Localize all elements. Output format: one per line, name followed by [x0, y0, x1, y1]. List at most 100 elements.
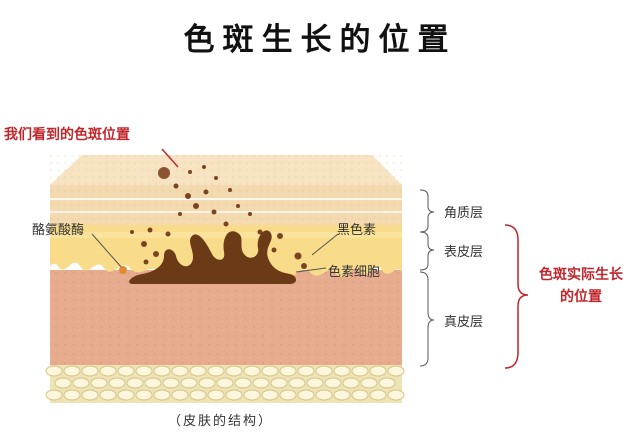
fat-cell — [45, 365, 63, 377]
fat-cell — [81, 365, 99, 377]
melanin-dot — [193, 203, 199, 209]
melanin-dot — [185, 193, 191, 199]
fat-cell — [369, 389, 387, 401]
actual-growth-label-line2: 的位置 — [560, 289, 602, 305]
melanin-dot — [188, 170, 192, 174]
fat-cell — [369, 365, 387, 377]
fat-cell — [72, 377, 90, 389]
visible-spot-label: 我们看到的色斑位置 — [4, 127, 130, 143]
melanin-dot — [277, 233, 283, 239]
fat-cell — [387, 365, 405, 377]
melanin-dot — [223, 221, 229, 227]
melanocyte-label: 色素细胞 — [328, 265, 381, 280]
fat-cell — [153, 389, 171, 401]
fat-cell — [153, 365, 171, 377]
visible-spot — [158, 167, 170, 179]
pointer-lines — [91, 148, 339, 273]
fat-cell — [297, 389, 315, 401]
fat-cell — [243, 365, 261, 377]
melanin-dot — [173, 183, 179, 189]
fat-cell — [90, 377, 108, 389]
tyrosinase-label: 酪氨酸酶 — [32, 223, 85, 238]
stratum-corneum-label: 角质层 — [444, 206, 484, 221]
melanin-label: 黑色素 — [337, 223, 377, 238]
fat-cell — [252, 377, 270, 389]
melanocyte-blob — [129, 230, 296, 284]
fat-cell — [306, 377, 324, 389]
melanin-dot — [248, 212, 252, 216]
fat-cell — [351, 365, 369, 377]
fat-cell — [117, 365, 135, 377]
melanin-dot — [294, 252, 302, 260]
fat-cell — [135, 389, 153, 401]
fat-cell — [81, 389, 99, 401]
fat-cell — [216, 377, 234, 389]
growth-area-brace — [504, 224, 529, 369]
fat-cell — [117, 389, 135, 401]
fat-cell — [351, 389, 369, 401]
fat-cell — [108, 377, 126, 389]
melanin-dot — [130, 230, 134, 234]
melanin-dot — [203, 189, 209, 195]
fat-cell — [189, 389, 207, 401]
fat-cell — [261, 389, 279, 401]
stratum-corneum-layer — [50, 155, 402, 225]
fat-cell — [225, 365, 243, 377]
fat-cell — [315, 365, 333, 377]
fat-cell — [243, 389, 261, 401]
fat-cell — [333, 389, 351, 401]
melanin-dot — [202, 165, 206, 169]
fat-cell — [342, 377, 360, 389]
fat-cell — [99, 389, 117, 401]
fat-cell — [234, 377, 252, 389]
fat-cell — [54, 377, 72, 389]
melanin-dot — [141, 241, 147, 247]
fat-cell — [171, 365, 189, 377]
melanin-dot — [301, 263, 307, 269]
dermis-label: 真皮层 — [444, 315, 484, 330]
fat-cell — [378, 377, 396, 389]
fat-cell — [288, 377, 306, 389]
fat-cell — [207, 389, 225, 401]
fat-cell — [135, 365, 153, 377]
fat-cell — [387, 389, 405, 401]
melanin-dot — [271, 247, 277, 253]
melanin-dot — [211, 209, 217, 215]
fat-layer — [45, 363, 405, 403]
melanin-dot — [178, 212, 182, 216]
fat-cell — [279, 389, 297, 401]
fat-cell — [144, 377, 162, 389]
melanin-dot — [153, 251, 159, 257]
fat-cell — [126, 377, 144, 389]
fat-cell — [162, 377, 180, 389]
melanin-dot — [143, 259, 149, 265]
melanin-dot — [236, 204, 240, 208]
melanin-dot — [165, 231, 171, 237]
epidermis-label: 表皮层 — [444, 245, 484, 260]
melanin-dot — [228, 188, 232, 192]
melanin-dot — [257, 229, 263, 235]
fat-cell — [225, 389, 243, 401]
fat-cell — [63, 365, 81, 377]
fat-cell — [63, 389, 81, 401]
melanin-dot — [214, 176, 218, 180]
melanin-dot — [147, 227, 153, 233]
fat-cell — [360, 377, 378, 389]
fat-cell — [315, 389, 333, 401]
page-title: 色斑生长的位置 — [183, 22, 457, 58]
dermis-layer — [50, 270, 402, 365]
actual-growth-label: 色斑实际生长 的位置 — [531, 264, 631, 308]
layer-braces — [419, 189, 435, 367]
fat-cell — [180, 377, 198, 389]
fat-cell — [198, 377, 216, 389]
fat-cell — [189, 365, 207, 377]
actual-growth-label-line1: 色斑实际生长 — [539, 267, 623, 283]
fat-cell — [324, 377, 342, 389]
fat-cell — [333, 365, 351, 377]
diagram-caption: （皮肤的结构） — [168, 414, 274, 429]
fat-cell — [207, 365, 225, 377]
fat-cell — [261, 365, 279, 377]
fat-cell — [99, 365, 117, 377]
tyrosinase-dot — [119, 266, 127, 274]
